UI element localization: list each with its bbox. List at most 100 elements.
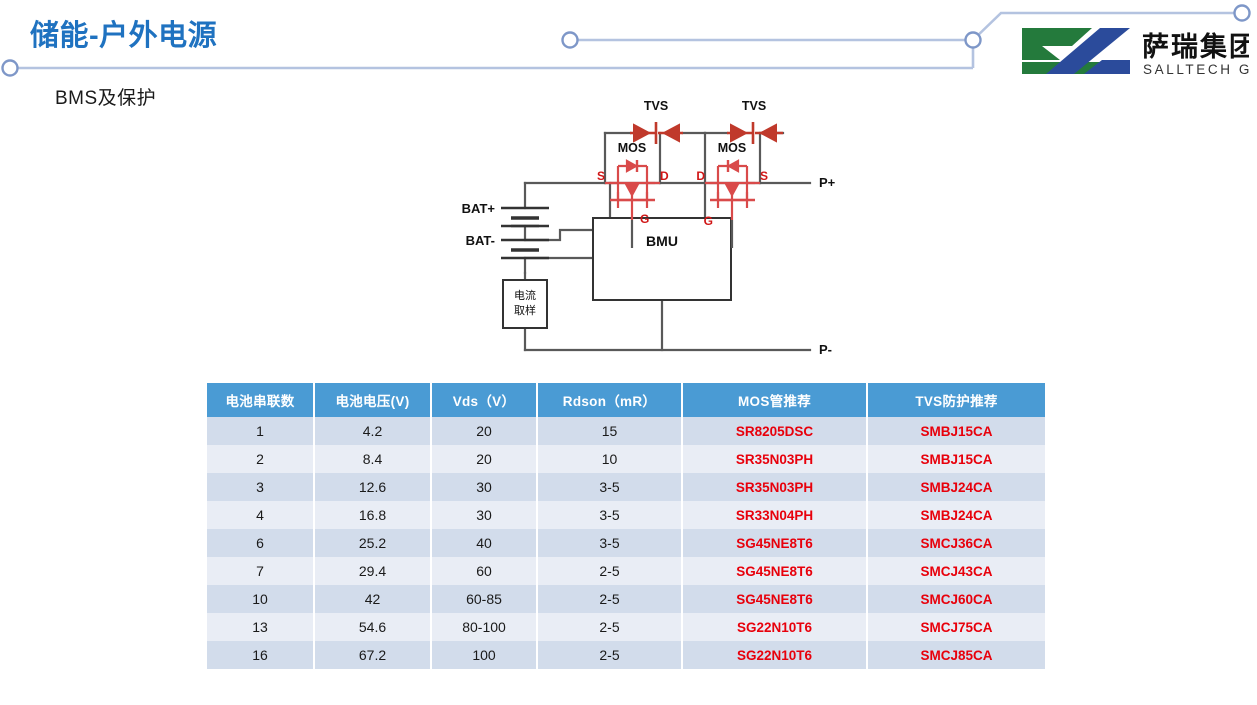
cell-mos-part: SR33N04PH <box>682 501 868 529</box>
bmu-box <box>592 217 732 301</box>
cell-battery-voltage: 54.6 <box>314 613 432 641</box>
cell-mos-part: SR35N03PH <box>682 473 868 501</box>
cell-mos-part: SG45NE8T6 <box>682 557 868 585</box>
cell-tvs-part: SMCJ85CA <box>867 641 1045 669</box>
cell-vds: 40 <box>431 529 538 557</box>
cell-battery-voltage: 25.2 <box>314 529 432 557</box>
cell-battery-voltage: 42 <box>314 585 432 613</box>
cell-mos-part: SG22N10T6 <box>682 641 868 669</box>
cell-mos-part: SG45NE8T6 <box>682 585 868 613</box>
mosfet-left-symbol <box>605 159 660 220</box>
cell-vds: 30 <box>431 501 538 529</box>
cell-vds: 100 <box>431 641 538 669</box>
cell-rdson: 2-5 <box>537 557 683 585</box>
bat-negative-label: BAT- <box>466 233 495 248</box>
cell-mos-part: SG45NE8T6 <box>682 529 868 557</box>
cell-mos-part: SG22N10T6 <box>682 613 868 641</box>
mos-tvs-selection-table: 电池串联数 电池电压(V) Vds（V） Rdson（mR） MOS管推荐 TV… <box>207 383 1045 669</box>
cell-battery-voltage: 12.6 <box>314 473 432 501</box>
cell-battery-voltage: 8.4 <box>314 445 432 473</box>
column-header-rdson: Rdson（mR） <box>537 383 683 417</box>
column-header-vds: Vds（V） <box>431 383 538 417</box>
mos-right-source-label: S <box>760 169 768 183</box>
table-header-row: 电池串联数 电池电压(V) Vds（V） Rdson（mR） MOS管推荐 TV… <box>207 383 1045 417</box>
cell-tvs-part: SMBJ24CA <box>867 501 1045 529</box>
cell-rdson: 2-5 <box>537 585 683 613</box>
section-subtitle: BMS及保护 <box>55 88 157 109</box>
bat-positive-label: BAT+ <box>462 201 496 216</box>
cell-tvs-part: SMCJ36CA <box>867 529 1045 557</box>
deco-node-right <box>1233 4 1251 22</box>
cell-tvs-part: SMBJ15CA <box>867 417 1045 445</box>
shunt-label-line2: 取样 <box>514 303 536 317</box>
cell-vds: 20 <box>431 417 538 445</box>
cell-series-count: 1 <box>207 417 315 445</box>
mos-left-label: MOS <box>618 141 646 155</box>
tvs-right-symbol <box>727 122 783 144</box>
cell-rdson: 10 <box>537 445 683 473</box>
page-title: 储能-户外电源 <box>30 20 218 52</box>
cell-series-count: 2 <box>207 445 315 473</box>
mos-left-source-label: S <box>597 169 605 183</box>
column-header-battery-voltage: 电池电压(V) <box>314 383 432 417</box>
mos-right-label: MOS <box>718 141 746 155</box>
deco-node-left <box>1 59 19 77</box>
mos-right-gate-label: G <box>704 214 713 228</box>
logo-blue-mark <box>1046 28 1130 74</box>
cell-mos-part: SR8205DSC <box>682 417 868 445</box>
cell-battery-voltage: 29.4 <box>314 557 432 585</box>
column-header-series-count: 电池串联数 <box>207 383 315 417</box>
tvs-left-symbol <box>630 122 683 144</box>
deco-node-mid <box>561 31 579 49</box>
cell-battery-voltage: 4.2 <box>314 417 432 445</box>
company-logo: 萨瑞集团 SALLTECH GROUP <box>1014 20 1257 82</box>
tvs-right-label: TVS <box>742 99 766 113</box>
cell-rdson: 3-5 <box>537 529 683 557</box>
cell-tvs-part: SMBJ24CA <box>867 473 1045 501</box>
column-header-mos-recommend: MOS管推荐 <box>682 383 868 417</box>
battery-symbol <box>501 206 549 260</box>
cell-tvs-part: SMCJ75CA <box>867 613 1045 641</box>
tvs-left-label: TVS <box>644 99 668 113</box>
cell-tvs-part: SMBJ15CA <box>867 445 1045 473</box>
cell-series-count: 16 <box>207 641 315 669</box>
cell-vds: 30 <box>431 473 538 501</box>
cell-rdson: 3-5 <box>537 473 683 501</box>
cell-vds: 60-85 <box>431 585 538 613</box>
cell-battery-voltage: 16.8 <box>314 501 432 529</box>
deco-node-junction <box>964 31 982 49</box>
cell-series-count: 10 <box>207 585 315 613</box>
cell-vds: 20 <box>431 445 538 473</box>
cell-series-count: 4 <box>207 501 315 529</box>
logo-cn-name: 萨瑞集团 <box>1142 31 1249 63</box>
mosfet-right-symbol <box>705 159 760 220</box>
mos-left-gate-label: G <box>640 212 649 226</box>
cell-series-count: 13 <box>207 613 315 641</box>
cell-series-count: 3 <box>207 473 315 501</box>
p-negative-label: P- <box>819 342 832 357</box>
cell-series-count: 7 <box>207 557 315 585</box>
mos-right-drain-label: D <box>696 169 705 183</box>
bms-protection-circuit-diagram: 电流 取样 BMU TVS TVS <box>455 88 855 368</box>
current-shunt-box <box>502 279 548 329</box>
cell-vds: 60 <box>431 557 538 585</box>
column-header-tvs-recommend: TVS防护推荐 <box>867 383 1045 417</box>
cell-rdson: 2-5 <box>537 641 683 669</box>
bmu-label: BMU <box>646 233 678 249</box>
mos-left-drain-label: D <box>660 169 669 183</box>
cell-series-count: 6 <box>207 529 315 557</box>
diagram-wires <box>523 131 812 352</box>
cell-rdson: 3-5 <box>537 501 683 529</box>
cell-mos-part: SR35N03PH <box>682 445 868 473</box>
cell-vds: 80-100 <box>431 613 538 641</box>
